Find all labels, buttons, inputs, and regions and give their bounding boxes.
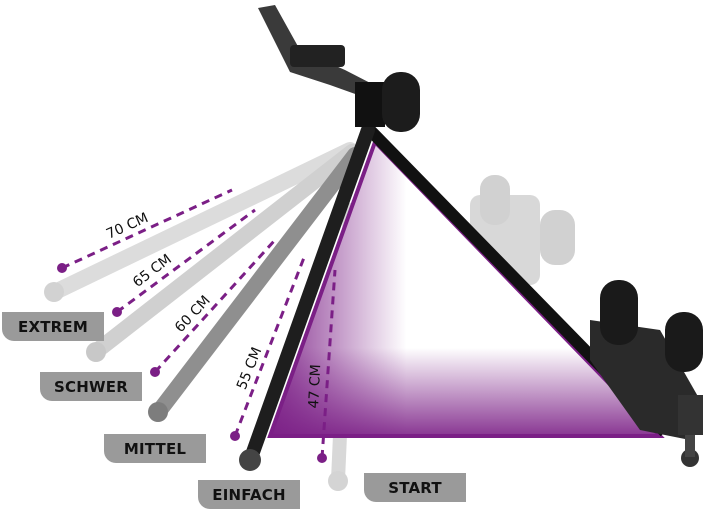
level-badge-einfach: EINFACH bbox=[198, 480, 300, 509]
handlebar bbox=[258, 5, 385, 127]
level-badge-schwer: SCHWER bbox=[40, 372, 142, 401]
level-badge-extrem: EXTREM bbox=[2, 312, 104, 341]
ghost-leg-mittel bbox=[148, 147, 363, 422]
ghost-leg-schwer bbox=[86, 144, 360, 362]
ghost-leg-extrem bbox=[44, 142, 358, 302]
measure-dots bbox=[57, 263, 327, 463]
length-label-start: 47 CM bbox=[306, 363, 325, 409]
active-leg bbox=[239, 123, 375, 471]
top-foam-roller bbox=[382, 72, 420, 132]
measure-lines bbox=[61, 188, 337, 459]
level-badge-mittel: MITTEL bbox=[104, 434, 206, 463]
footrest bbox=[590, 280, 703, 467]
level-badge-start: START bbox=[364, 473, 466, 502]
